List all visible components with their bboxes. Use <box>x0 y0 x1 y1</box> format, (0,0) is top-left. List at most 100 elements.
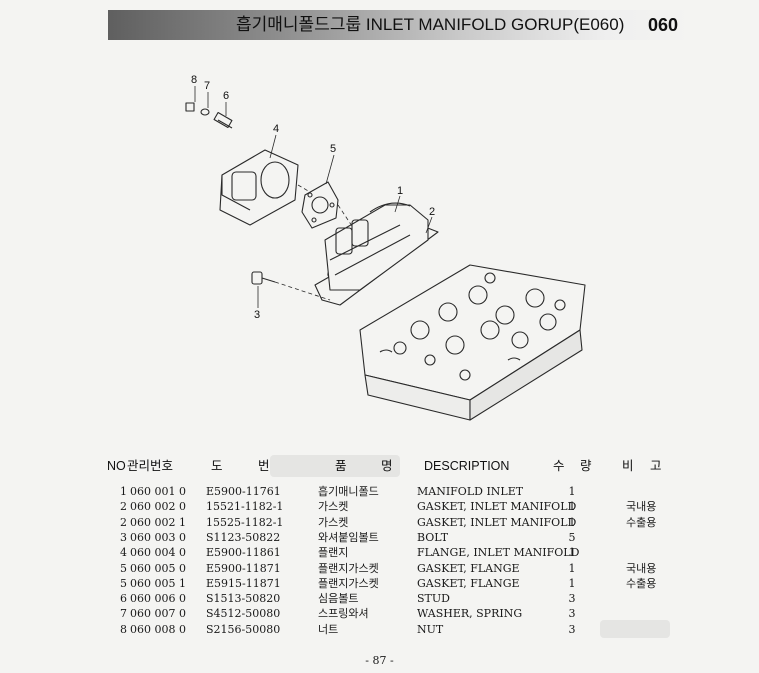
cell-description: FLANGE, INLET MANIFOLD <box>417 546 580 560</box>
cell-qty: 1 <box>568 561 576 575</box>
cell-name: 너트 <box>318 622 339 636</box>
cell-remark: 국내용 <box>626 500 657 514</box>
cell-qty: 1 <box>568 515 576 529</box>
cell-qty: 1 <box>568 546 576 560</box>
cell-drawing: S4512-50080 <box>206 607 281 621</box>
cell-drawing: E5900-11871 <box>206 561 281 575</box>
cell-description: STUD <box>417 592 450 606</box>
cell-qty: 3 <box>568 622 576 636</box>
cell-drawing: 15525-1182-1 <box>206 515 284 529</box>
cell-name: 심음볼트 <box>318 592 359 606</box>
cell-mgmt: 060 002 1 <box>130 515 186 529</box>
cell-description: NUT <box>417 622 444 636</box>
cell-remark: 국내용 <box>626 561 657 575</box>
col-header-qty-2: 량 <box>580 459 592 473</box>
cell-description: WASHER, SPRING <box>417 607 523 621</box>
nut-illustration <box>185 102 195 112</box>
cell-drawing: S1123-50822 <box>206 530 281 544</box>
cell-drawing: E5915-11871 <box>206 576 281 590</box>
cell-mgmt: 060 005 1 <box>130 576 186 590</box>
flange-gasket-illustration <box>301 181 339 229</box>
callout-3: 3 <box>254 309 260 321</box>
inlet-manifold-illustration <box>324 202 429 291</box>
cell-no: 7 <box>120 607 127 621</box>
cell-drawing: E5900-11861 <box>206 546 281 560</box>
cell-name: 가스켓 <box>318 500 349 514</box>
callout-1: 1 <box>397 185 403 197</box>
cell-qty: 5 <box>568 530 576 544</box>
cell-name: 흡기매니폴드 <box>318 485 379 498</box>
cell-no: 3 <box>120 530 127 544</box>
callout-7: 7 <box>204 80 210 92</box>
cell-qty: 1 <box>568 576 576 590</box>
cell-name: 와셔붙임볼트 <box>318 530 379 544</box>
col-header-mgmt: 관리번호 <box>127 459 174 473</box>
col-header-remark-1: 비 <box>622 459 634 473</box>
cell-name: 스프링와셔 <box>318 607 369 621</box>
cell-mgmt: 060 002 0 <box>130 500 186 514</box>
callout-8: 8 <box>191 74 197 86</box>
exploded-parts-diagram: 8 7 6 4 5 1 2 3 <box>185 74 586 421</box>
col-header-qty-1: 수 <box>553 459 565 473</box>
col-header-name-2: 명 <box>381 459 393 473</box>
callout-2: 2 <box>429 206 435 218</box>
col-header-no: NO <box>107 459 126 473</box>
cell-description: GASKET, INLET MANIFOLD <box>417 500 577 514</box>
cell-no: 5 <box>120 576 127 590</box>
cell-remark: 수출용 <box>626 515 657 529</box>
scan-smudge <box>600 620 670 638</box>
cell-description: BOLT <box>417 530 449 544</box>
cell-no: 1 <box>120 485 127 498</box>
spring-washer-illustration <box>200 108 210 116</box>
cell-qty: 3 <box>568 592 576 606</box>
cell-drawing: E5900-11761 <box>206 485 281 498</box>
col-header-drawing-2: 번 <box>258 459 270 473</box>
bolt-illustration <box>251 271 276 285</box>
cell-no: 8 <box>120 622 127 636</box>
cell-no: 5 <box>120 561 127 575</box>
callout-4: 4 <box>273 123 279 135</box>
cell-mgmt: 060 003 0 <box>130 530 186 544</box>
cell-mgmt: 060 004 0 <box>130 546 186 560</box>
scan-smudge <box>270 455 400 477</box>
cell-mgmt: 060 006 0 <box>130 592 186 606</box>
cell-remark: 수출용 <box>626 576 657 590</box>
cell-name: 플랜지 <box>318 546 349 560</box>
page-number: - 87 - <box>365 654 394 667</box>
cylinder-head-illustration <box>359 264 586 421</box>
cell-description: GASKET, FLANGE <box>417 561 520 575</box>
cell-description: MANIFOLD INLET <box>417 485 524 498</box>
cell-mgmt: 060 005 0 <box>130 561 186 575</box>
cell-drawing: 15521-1182-1 <box>206 500 284 514</box>
cell-qty: 1 <box>568 485 576 498</box>
cell-no: 4 <box>120 546 127 560</box>
cell-name: 가스켓 <box>318 515 349 529</box>
flange-illustration <box>219 149 299 226</box>
callout-6: 6 <box>223 90 229 102</box>
col-header-name-1: 품 <box>335 459 347 473</box>
group-code: 060 <box>648 15 679 35</box>
cell-mgmt: 060 008 0 <box>130 622 186 636</box>
cell-mgmt: 060 001 0 <box>130 485 186 498</box>
col-header-remark-2: 고 <box>650 459 662 473</box>
cell-name: 플랜지가스켓 <box>318 561 379 575</box>
cell-name: 플랜지가스켓 <box>318 576 379 590</box>
cell-description: GASKET, FLANGE <box>417 576 520 590</box>
cell-qty: 3 <box>568 607 576 621</box>
cell-no: 2 <box>120 500 127 514</box>
col-header-drawing-1: 도 <box>211 459 223 473</box>
cell-no: 6 <box>120 592 127 606</box>
cell-no: 2 <box>120 515 127 529</box>
cell-drawing: S1513-50820 <box>206 592 281 606</box>
col-header-description: DESCRIPTION <box>424 459 510 473</box>
stud-illustration <box>213 111 233 129</box>
cell-qty: 1 <box>568 500 576 514</box>
